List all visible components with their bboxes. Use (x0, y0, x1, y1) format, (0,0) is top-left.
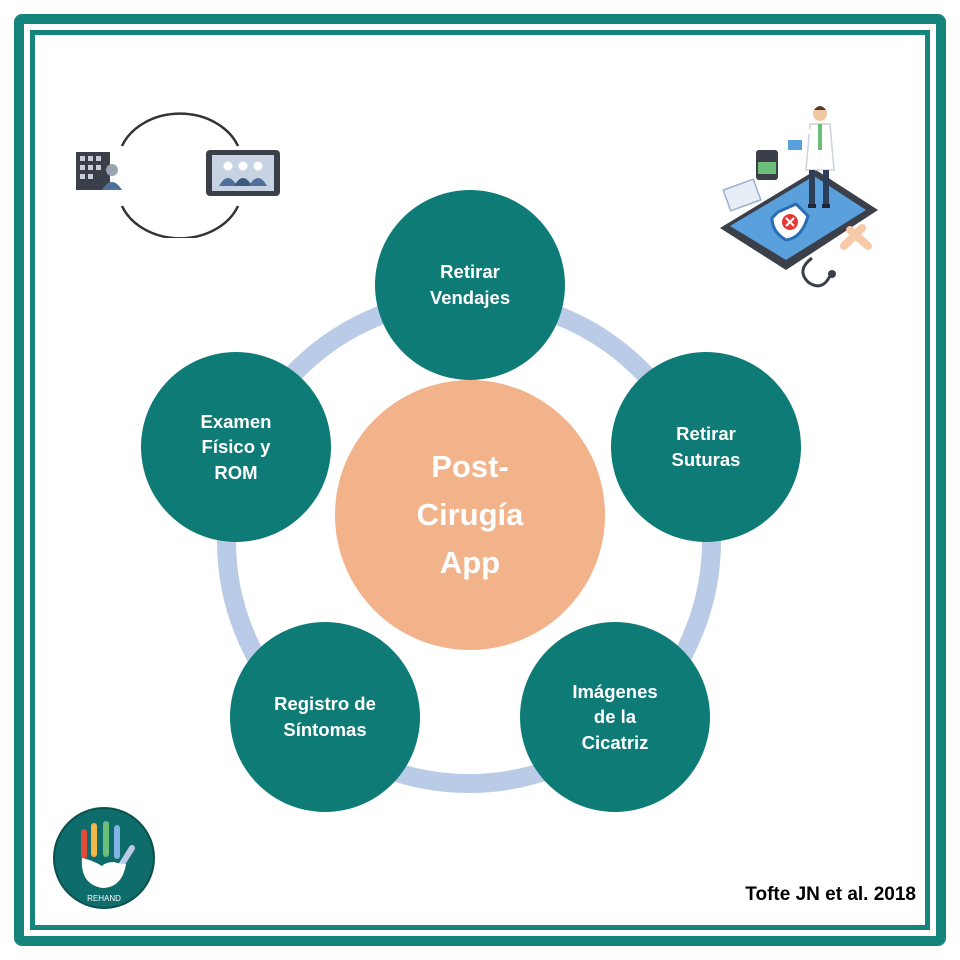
hub-label: Post- Cirugía App (416, 448, 524, 581)
inner-frame (30, 30, 930, 930)
node-examen-fisico: Examen Físico y ROM (141, 352, 331, 542)
outer-frame (14, 14, 946, 946)
node-label: Retirar Suturas (671, 423, 741, 470)
node-label: Imágenes de la Cicatriz (572, 680, 658, 753)
citation: Tofte JN et al. 2018 (745, 884, 916, 905)
node-imagenes-cicatriz: Imágenes de la Cicatriz (520, 622, 710, 812)
rehand-hand-logo: REHAND (52, 806, 156, 910)
node-retirar-suturas: Retirar Suturas (611, 352, 801, 542)
center-hub: Post- Cirugía App (335, 380, 605, 650)
node-label: Examen Físico y ROM (200, 410, 272, 483)
doctor-on-phone-icon (720, 106, 878, 288)
hospital-to-telehealth-icon (76, 112, 280, 238)
node-registro-sintomas: Registro de Síntomas (230, 622, 420, 812)
node-retirar-vendajes: Retirar Vendajes (375, 190, 565, 380)
node-label: Retirar Vendajes (429, 261, 511, 308)
node-label: Registro de Síntomas (274, 693, 376, 740)
logo-text: REHAND (87, 894, 121, 903)
